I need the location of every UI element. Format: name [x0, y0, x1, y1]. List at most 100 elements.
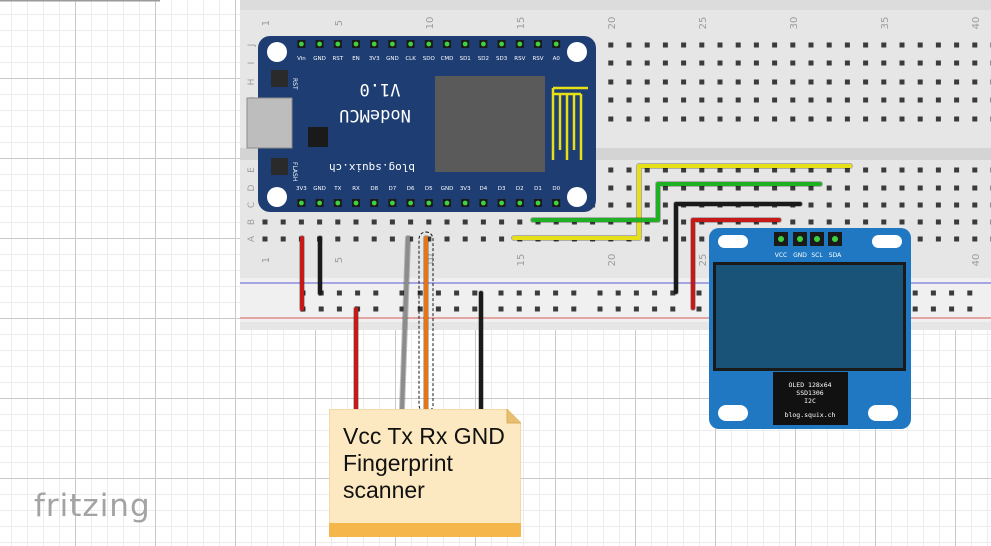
breadboard-hole [717, 42, 723, 48]
breadboard-hole [917, 185, 923, 191]
breadboard-hole [517, 219, 523, 225]
breadboard-hole [935, 97, 941, 103]
breadboard-hole [644, 236, 650, 242]
column-number: 20 [607, 17, 618, 30]
breadboard-hole [881, 60, 887, 66]
breadboard-hole [899, 42, 905, 48]
breadboard-hole [499, 236, 505, 242]
breadboard-hole [626, 185, 632, 191]
breadboard-hole [826, 219, 832, 225]
top-pin-label: A0 [553, 56, 561, 62]
breadboard-hole [772, 42, 778, 48]
oled-driver: SSD1306 [796, 389, 823, 397]
row-letter: I [247, 62, 257, 65]
esp-module-shield [435, 76, 545, 172]
breadboard-hole [899, 167, 905, 173]
breadboard-hole [844, 97, 850, 103]
top-pin-label: SD2 [478, 56, 489, 62]
bottom-pin-label: GND [313, 186, 326, 192]
rail-hole [912, 306, 918, 312]
breadboard-hole [699, 60, 705, 66]
breadboard-hole [753, 60, 759, 66]
breadboard-hole [717, 79, 723, 85]
breadboard-hole [935, 60, 941, 66]
breadboard-hole [753, 116, 759, 122]
header-pin-dot [317, 200, 322, 206]
note-text[interactable]: Vcc Tx Rx GND Fingerprint scanner [343, 423, 515, 504]
breadboard-hole [644, 185, 650, 191]
wire-group-front [353, 231, 484, 413]
breadboard-hole [626, 202, 632, 208]
breadboard-hole [954, 42, 960, 48]
rail-hole [949, 290, 955, 296]
rail-hole [516, 306, 522, 312]
rail-hole [336, 306, 342, 312]
breadboard-hole [298, 219, 304, 225]
breadboard-hole [389, 219, 395, 225]
nodemcu-board[interactable]: RSTFLASHVin3V3GNDGNDRSTTXENRX3V3D8GNDD7C… [246, 36, 596, 212]
row-letter: E [247, 167, 257, 173]
wire-tx-scanner [400, 236, 410, 411]
header-pin-dot [299, 41, 304, 47]
breadboard-hole [408, 236, 414, 242]
breadboard-hole [972, 167, 978, 173]
oled-model: OLED 128x64 [788, 381, 831, 389]
bottom-pin-label: 3V3 [460, 186, 471, 192]
breadboard-hole [371, 236, 377, 242]
rail-hole [670, 290, 676, 296]
header-pin-dot [517, 41, 523, 47]
breadboard-hole [772, 185, 778, 191]
breadboard-hole [262, 219, 268, 225]
header-pin-dot [462, 41, 468, 47]
breadboard-hole [681, 60, 687, 66]
rail-hole [597, 306, 603, 312]
breadboard-hole [826, 185, 832, 191]
breadboard-hole [662, 42, 668, 48]
breadboard-hole [826, 116, 832, 122]
breadboard-hole [863, 167, 869, 173]
breadboard-hole [717, 185, 723, 191]
breadboard-hole [480, 219, 486, 225]
note-line-device: Fingerprint [343, 450, 453, 476]
breadboard-hole [808, 219, 814, 225]
breadboard-hole [662, 97, 668, 103]
breadboard-hole [280, 219, 286, 225]
breadboard-hole [935, 79, 941, 85]
mount-hole [567, 42, 587, 62]
breadboard-hole [954, 185, 960, 191]
breadboard-hole [826, 60, 832, 66]
row-letter: B [247, 219, 257, 225]
breadboard-hole [644, 79, 650, 85]
rail-hole [930, 290, 936, 296]
breadboard-hole [826, 79, 832, 85]
oled-interface: I2C [804, 397, 816, 405]
breadboard-hole [844, 60, 850, 66]
breadboard-hole [954, 79, 960, 85]
breadboard-hole [644, 42, 650, 48]
breadboard-hole [735, 97, 741, 103]
breadboard-hole [662, 167, 668, 173]
antenna-trace [551, 86, 588, 160]
breadboard-hole [772, 79, 778, 85]
row-letter: C [247, 202, 257, 208]
breadboard-hole [899, 60, 905, 66]
breadboard-hole [753, 79, 759, 85]
note-line-device-type: scanner [343, 477, 425, 503]
bottom-pin-label: D0 [552, 186, 560, 192]
breadboard-hole [844, 185, 850, 191]
breadboard-hole [917, 97, 923, 103]
bottom-pin-label: D4 [480, 186, 488, 192]
breadboard-hole [662, 116, 668, 122]
column-number: 1 [261, 20, 272, 26]
header-pin-dot [426, 200, 432, 206]
bottom-pin-label: D5 [425, 186, 433, 192]
rail-hole [454, 290, 460, 296]
breadboard-top-edge [240, 0, 991, 10]
rail-hole [652, 306, 658, 312]
breadboard-hole [717, 167, 723, 173]
breadboard-hole [917, 42, 923, 48]
breadboard-hole [917, 79, 923, 85]
oled-pin-label: VCC [775, 252, 787, 259]
